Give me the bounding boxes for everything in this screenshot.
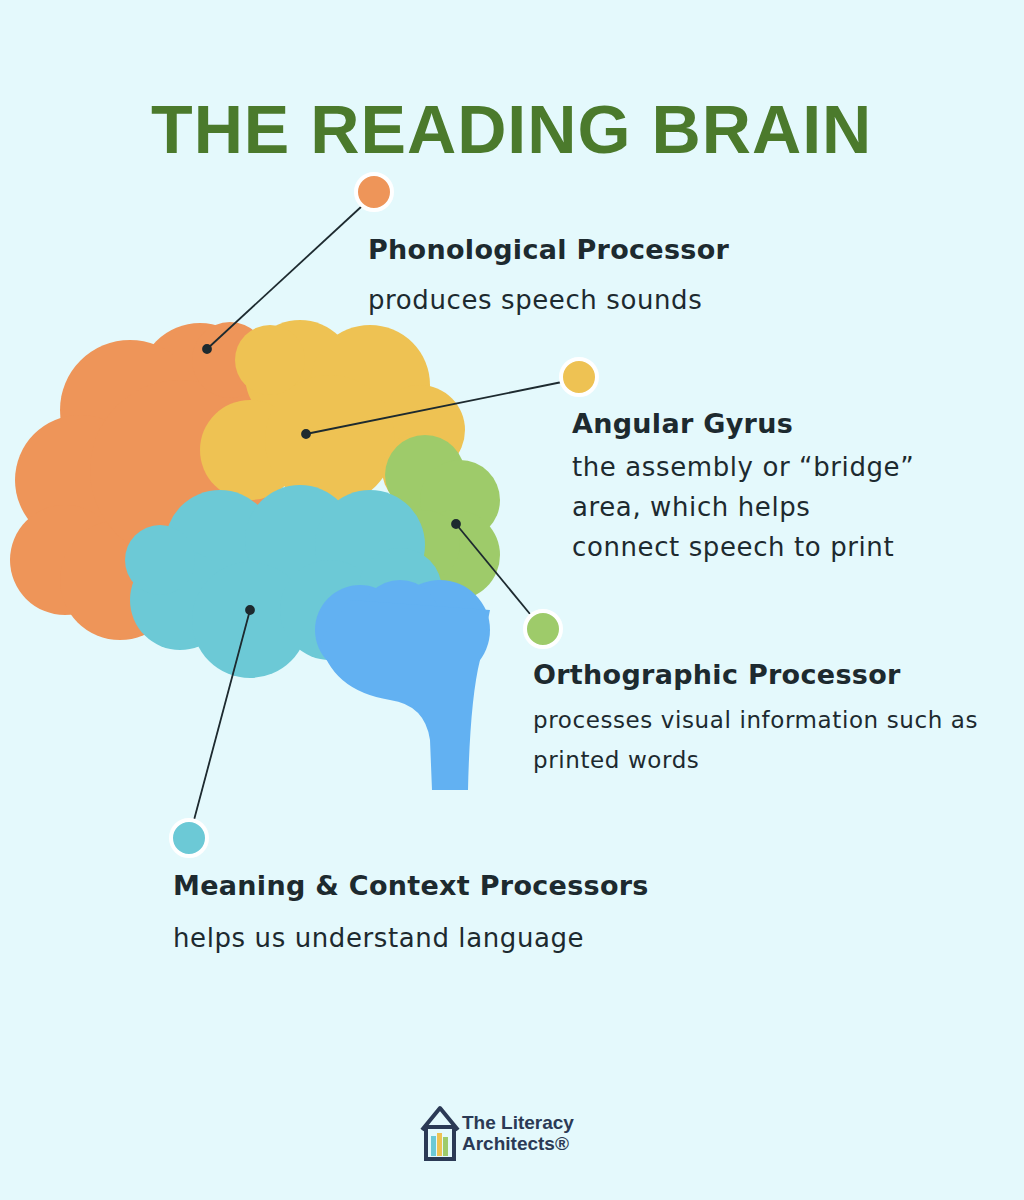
logo-text: The Literacy Architects® [462, 1112, 602, 1154]
callout-heading: Angular Gyrus [572, 408, 793, 439]
brain-stem [315, 580, 490, 790]
callout-text: the assembly or “bridge” area, which hel… [572, 447, 922, 567]
callout-text: processes visual information such as pri… [533, 700, 1019, 780]
callout-text: produces speech sounds [368, 280, 702, 320]
callout-heading: Phonological Processor [368, 234, 729, 265]
callout-heading: Orthographic Processor [533, 659, 901, 690]
title: THE READING BRAIN [151, 90, 872, 168]
callout-text: helps us understand language [173, 918, 584, 958]
logo-icon [422, 1108, 458, 1159]
callout-heading: Meaning & Context Processors [173, 870, 649, 901]
